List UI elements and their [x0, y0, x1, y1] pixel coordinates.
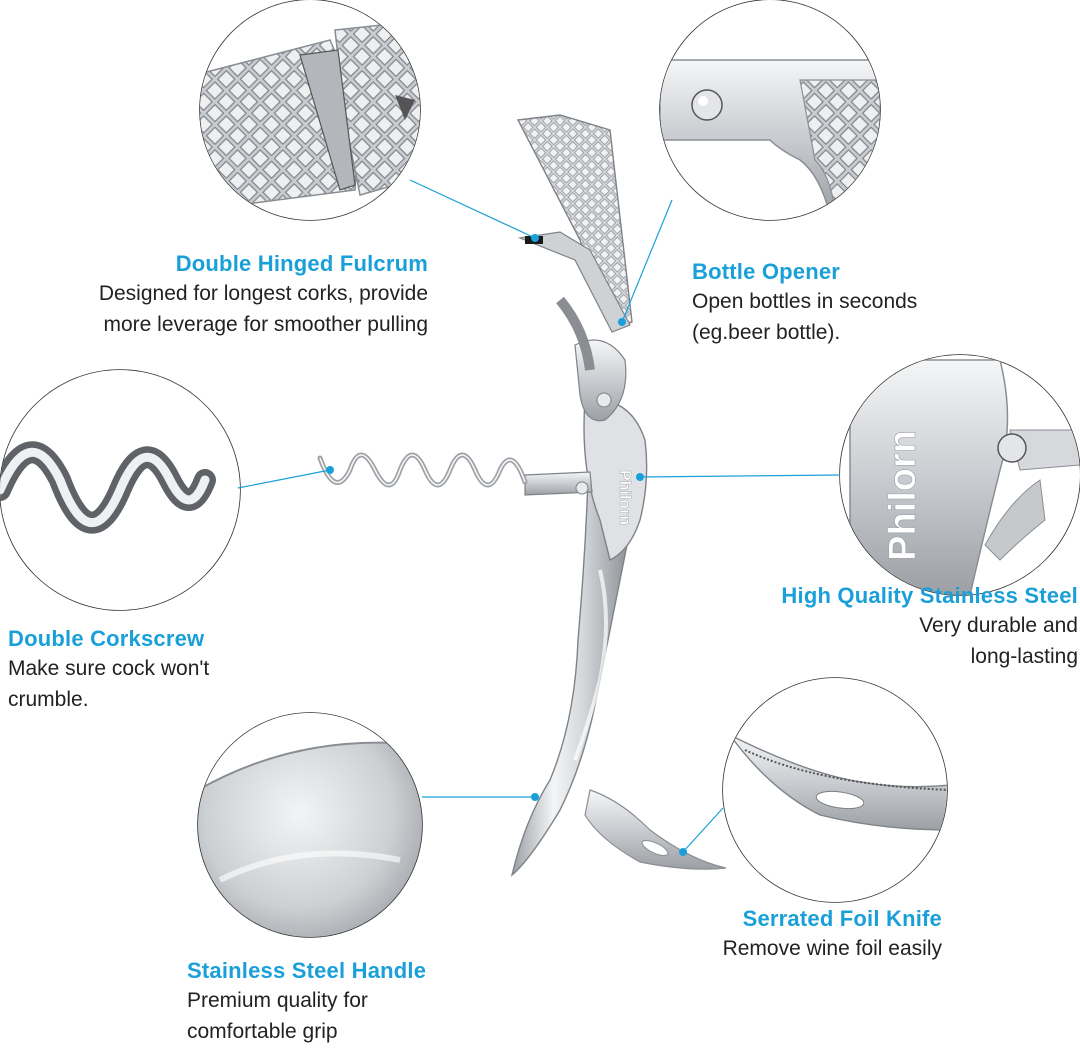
- feature-title: High Quality Stainless Steel: [781, 583, 1078, 608]
- feature-desc: Very durable and: [919, 614, 1078, 637]
- corkscrew-closeup-circle: [0, 369, 241, 611]
- feature-bottle-opener: Bottle Opener Open bottles in seconds (e…: [692, 258, 992, 348]
- feature-title: Double Corkscrew: [8, 626, 205, 651]
- feature-desc: Remove wine foil easily: [722, 937, 942, 960]
- feature-desc: Make sure cock won't: [8, 657, 210, 680]
- brand-logo-closeup: Philorn: [882, 430, 924, 561]
- leader-lines: [237, 179, 841, 856]
- feature-fulcrum: Double Hinged Fulcrum Designed for longe…: [30, 250, 428, 340]
- feature-desc: comfortable grip: [187, 1020, 338, 1043]
- feature-desc: long-lasting: [970, 645, 1078, 668]
- feature-title: Stainless Steel Handle: [187, 958, 427, 983]
- feature-desc: Premium quality for: [187, 989, 368, 1012]
- feature-desc: crumble.: [8, 688, 89, 711]
- feature-title: Double Hinged Fulcrum: [175, 251, 428, 276]
- fulcrum-closeup-circle: [199, 0, 421, 221]
- feature-desc: Designed for longest corks, provide: [98, 282, 428, 305]
- stainless-steel-closeup-circle: Philorn: [839, 354, 1080, 596]
- feature-foil-knife: Serrated Foil Knife Remove wine foil eas…: [640, 905, 942, 964]
- corkscrew-product-image: Philorn: [317, 114, 727, 877]
- brand-logo: Philorn: [616, 470, 633, 525]
- knife-closeup-circle: [722, 677, 948, 903]
- bottle-opener-closeup-circle: [659, 0, 881, 221]
- feature-stainless-steel: High Quality Stainless Steel Very durabl…: [720, 582, 1078, 672]
- feature-title: Serrated Foil Knife: [742, 906, 942, 931]
- feature-desc: more leverage for smoother pulling: [103, 313, 429, 336]
- feature-title: Bottle Opener: [692, 259, 841, 284]
- handle-closeup-circle: [197, 712, 423, 938]
- feature-desc: (eg.beer bottle).: [692, 321, 841, 344]
- feature-corkscrew: Double Corkscrew Make sure cock won't cr…: [8, 625, 308, 715]
- feature-desc: Open bottles in seconds: [692, 290, 918, 313]
- feature-handle: Stainless Steel Handle Premium quality f…: [187, 957, 507, 1047]
